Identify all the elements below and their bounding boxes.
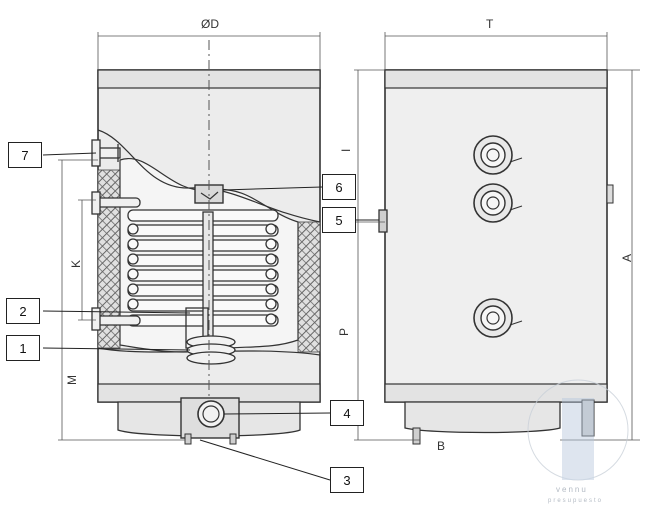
callout-1: 1 bbox=[6, 335, 40, 361]
callout-2: 2 bbox=[6, 298, 40, 324]
dim-t-label: T bbox=[486, 17, 494, 31]
dimension-lines bbox=[58, 32, 640, 441]
callout-6: 6 bbox=[322, 174, 356, 200]
bottom-coil bbox=[186, 335, 236, 365]
dim-i-label: I bbox=[339, 149, 353, 152]
side-connector-bottom bbox=[473, 298, 523, 338]
callout-4: 4 bbox=[330, 400, 364, 426]
callout-7: 7 bbox=[8, 142, 42, 168]
watermark-line1: vennu bbox=[556, 485, 588, 494]
side-connector-top bbox=[473, 135, 523, 175]
callout-leaders bbox=[42, 152, 379, 481]
callout-3: 3 bbox=[330, 467, 364, 493]
watermark-line2: presupuesto bbox=[548, 498, 603, 504]
callout-5: 5 bbox=[322, 207, 356, 233]
dim-m-label: M bbox=[65, 375, 79, 385]
dim-d-label: ØD bbox=[201, 17, 219, 31]
side-tank-body bbox=[384, 69, 608, 403]
dim-a-label: A bbox=[620, 254, 634, 262]
side-sensor-port-5 bbox=[378, 209, 388, 233]
dim-p-label: P bbox=[337, 328, 351, 336]
dim-b-label: B bbox=[437, 439, 445, 453]
front-view bbox=[91, 40, 321, 445]
bottom-connection-4 bbox=[197, 400, 225, 428]
side-connector-middle bbox=[473, 183, 523, 223]
watermark: vennu presupuesto bbox=[527, 379, 629, 504]
side-view bbox=[378, 69, 614, 445]
dim-k-label: K bbox=[69, 260, 83, 268]
